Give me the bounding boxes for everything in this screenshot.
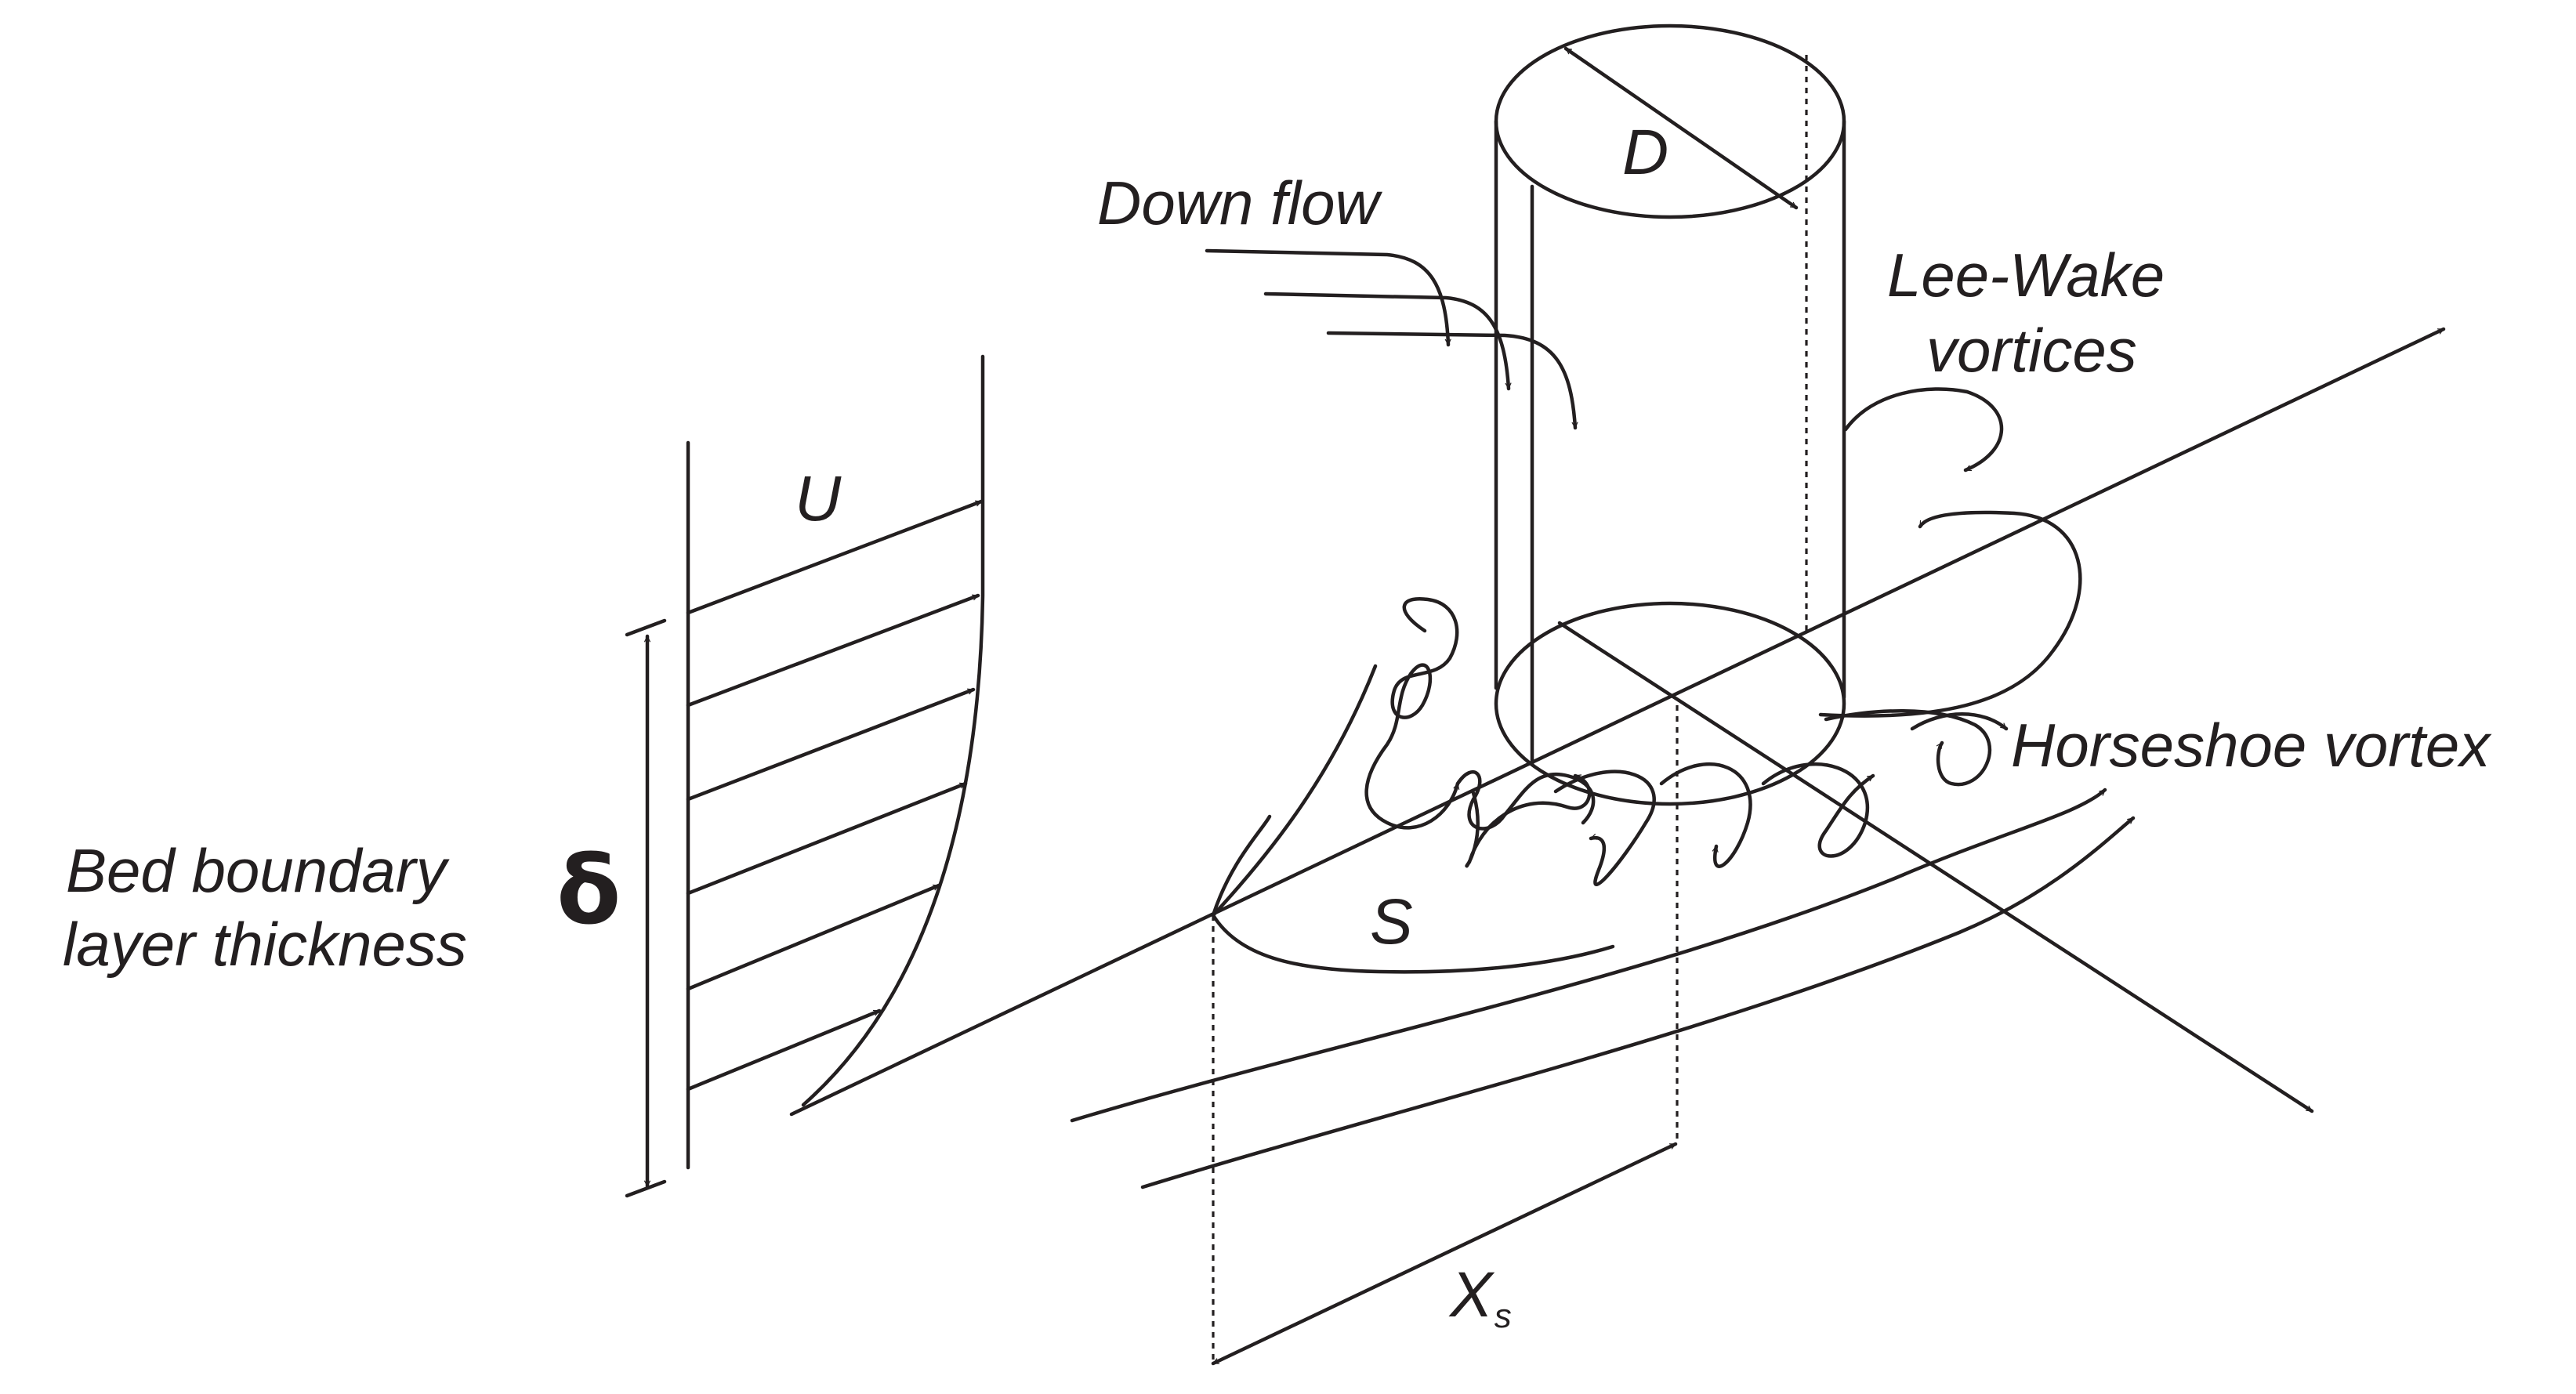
lee-wake-vortices: Lee-Wake vortices: [1818, 241, 2165, 718]
horseshoe-vortex-label: Horseshoe vortex: [2011, 711, 2492, 780]
scour-extent-dimension: Xs: [1211, 705, 1679, 1366]
horseshoe-vortex: Horseshoe vortex: [1070, 596, 2492, 1189]
xs-label: Xs: [1448, 1259, 1512, 1335]
xs-label-main: X: [1448, 1259, 1495, 1331]
flow-axis: [789, 327, 2446, 1117]
lee-wake-label-line2: vortices: [1926, 316, 2137, 385]
down-flow: Down flow: [1097, 168, 1578, 430]
delta-tick-bottom: [625, 1179, 667, 1198]
boundary-layer-dimension: δ Bed boundary layer thickness: [63, 618, 667, 1198]
scour-hole-slope: [1211, 664, 1378, 918]
profile-curve: [801, 354, 985, 1107]
velocity-arrow: [686, 593, 980, 708]
bed-boundary-label-line1: Bed boundary: [66, 836, 450, 905]
transverse-axis: [1557, 621, 2314, 1113]
delta-tick-top: [625, 618, 667, 637]
pile: D: [1494, 24, 1846, 806]
velocity-profile: U: [686, 354, 985, 1170]
delta-symbol: δ: [556, 837, 621, 946]
diameter-label: D: [1622, 117, 1668, 188]
lee-wake-arrow: [1843, 387, 2004, 473]
horseshoe-spiral: [1659, 762, 1752, 868]
horseshoe-spiral: [1553, 769, 1656, 886]
down-flow-arrow: [1205, 248, 1451, 347]
horseshoe-spiral: [1761, 762, 1875, 858]
scour-depth-label: S: [1370, 886, 1413, 958]
velocity-arrow: [686, 1008, 882, 1092]
horseshoe-tail-arrow: [1070, 788, 2107, 1123]
scour-hole: S: [1211, 664, 1615, 974]
scour-hole-edge: [1211, 814, 1272, 918]
xs-arrow: [1211, 1142, 1678, 1366]
diameter-arrow: [1563, 46, 1799, 210]
down-flow-label: Down flow: [1097, 168, 1382, 237]
scour-hole-bottom: [1211, 913, 1615, 974]
lee-wake-label-line1: Lee-Wake: [1887, 241, 2165, 310]
horseshoe-spiral: [1824, 709, 1992, 787]
velocity-arrow: [686, 687, 976, 802]
bed-boundary-label-line2: layer thickness: [63, 910, 467, 979]
lee-wake-loop: [1818, 510, 2082, 718]
down-flow-arrow: [1326, 331, 1578, 430]
horseshoe-spiral: [1465, 773, 1592, 868]
pile-base: [1494, 601, 1846, 806]
xs-label-sub: s: [1495, 1297, 1512, 1335]
horseshoe-spiral: [1910, 712, 2009, 731]
axes: [789, 327, 2446, 1117]
down-flow-arrow: [1263, 291, 1512, 391]
velocity-arrow: [686, 883, 941, 991]
horseshoe-tail-arrow: [1140, 816, 2136, 1189]
velocity-arrow: [686, 499, 984, 615]
velocity-arrow: [686, 781, 968, 896]
velocity-label: U: [795, 463, 842, 534]
horseshoe-spiral: [1364, 596, 1460, 830]
